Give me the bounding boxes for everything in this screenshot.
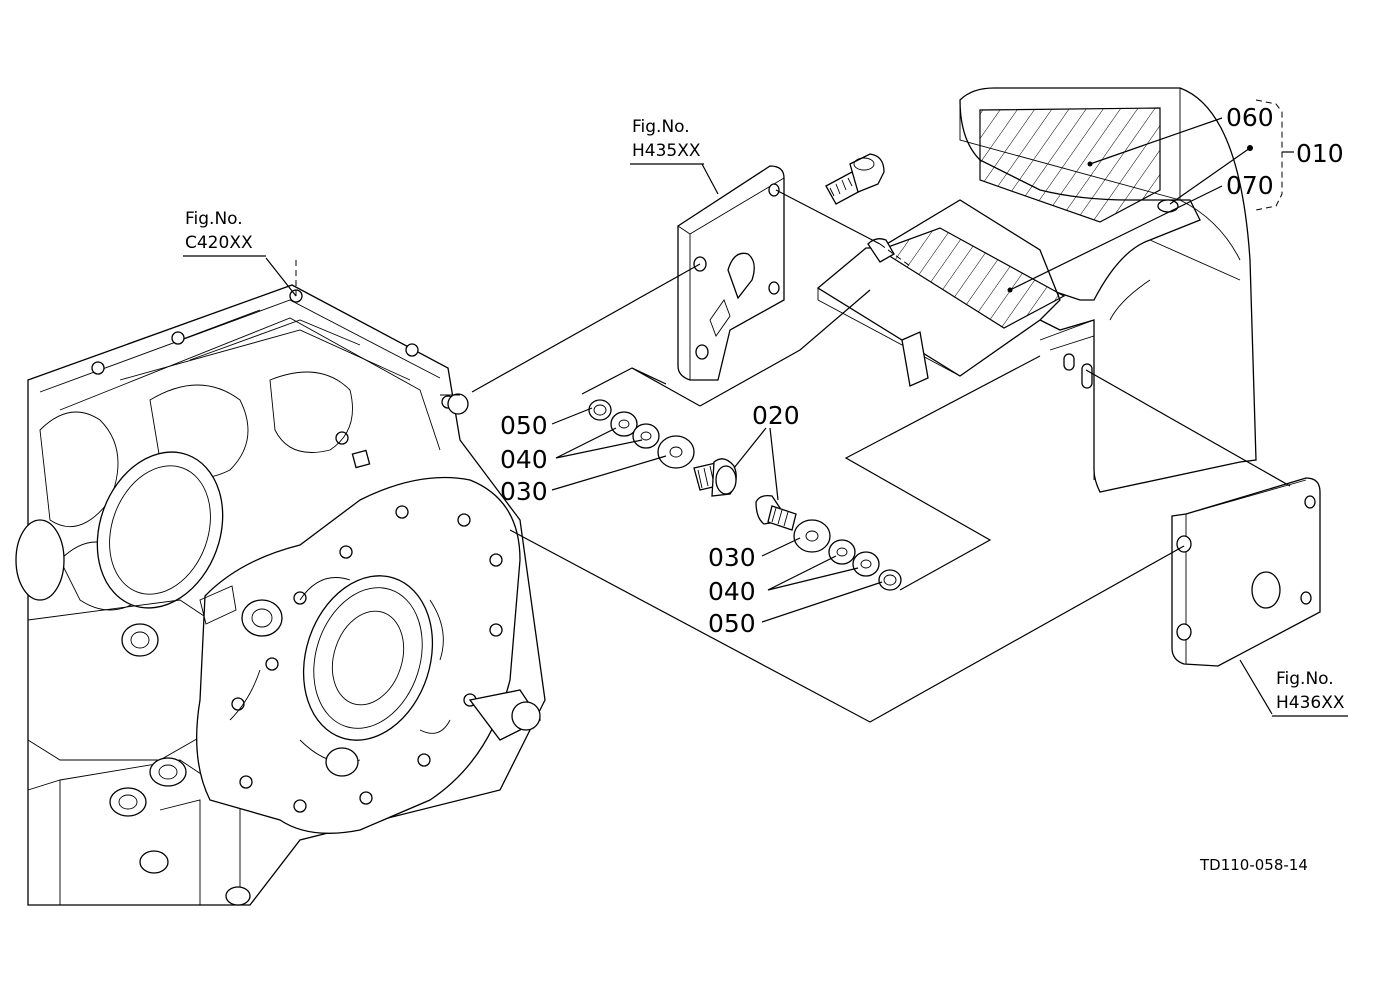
fig-ref-line2: H436XX <box>1276 693 1345 713</box>
fig-ref-line2: C420XX <box>185 233 253 253</box>
fig-ref-line2: H435XX <box>632 141 701 161</box>
screw-lower <box>755 494 797 531</box>
fig-ref-line1: Fig.No. <box>632 117 690 137</box>
washer-stack-lower <box>793 519 902 591</box>
bolt-top <box>825 153 885 205</box>
part-label-040-lower: 040 <box>708 577 756 606</box>
washer-stack-upper <box>588 399 695 469</box>
part-label-060: 060 <box>1226 103 1274 132</box>
top-bracket <box>677 165 785 381</box>
drawing-code: TD110-058-14 <box>1199 856 1308 874</box>
part-label-040-upper: 040 <box>500 445 548 474</box>
figure-reference-left: Fig.No. C420XX <box>183 209 266 257</box>
right-bracket <box>1171 477 1321 667</box>
part-label-050-lower: 050 <box>708 609 756 638</box>
figure-reference-right: Fig.No. H436XX <box>1272 669 1348 717</box>
front-flange-plate <box>196 476 541 834</box>
part-label-030-upper: 030 <box>500 477 548 506</box>
leader-h435 <box>701 163 719 195</box>
part-label-030-lower: 030 <box>708 543 756 572</box>
shield-cover <box>816 87 1257 493</box>
leader-lines <box>265 99 1294 715</box>
leader-c420 <box>265 257 297 297</box>
part-label-010: 010 <box>1296 139 1344 168</box>
part-label-050-upper: 050 <box>500 411 548 440</box>
assembly-lines <box>295 189 1291 723</box>
part-label-020: 020 <box>752 401 800 430</box>
fig-ref-line1: Fig.No. <box>1276 669 1334 689</box>
screw-upper <box>693 458 737 497</box>
figure-reference-top: Fig.No. H435XX <box>630 117 704 165</box>
part-label-070: 070 <box>1226 171 1274 200</box>
fig-ref-line1: Fig.No. <box>185 209 243 229</box>
leader-h436 <box>1239 659 1273 715</box>
